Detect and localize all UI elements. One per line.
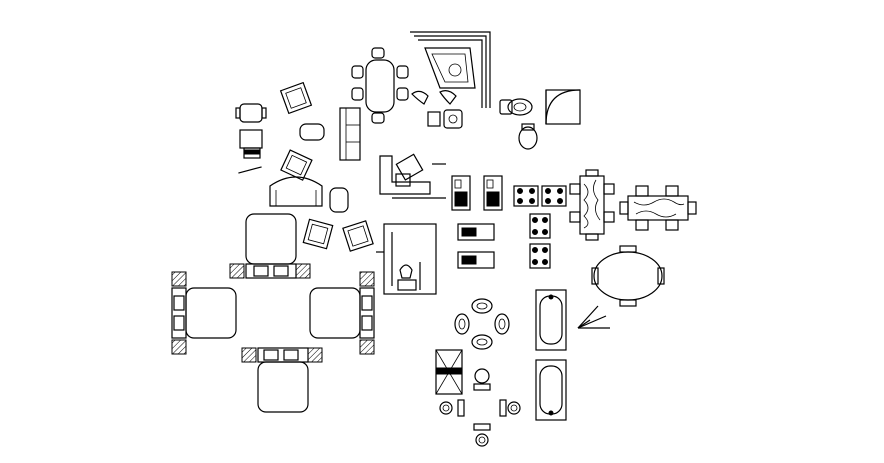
- sofa-curved: [269, 176, 323, 207]
- corner-shower: [545, 89, 581, 125]
- washbasins: [454, 298, 510, 350]
- bathtub: [535, 289, 567, 421]
- bed-bottom: [241, 347, 323, 413]
- shower-spray: [577, 305, 610, 329]
- wood-table-vertical: [569, 169, 615, 241]
- dining-table-6-seat: [351, 47, 409, 124]
- armchair: [238, 81, 374, 252]
- stove-tops: [513, 185, 567, 269]
- bed-right: [309, 271, 375, 355]
- toilet-tank-set: [435, 349, 521, 447]
- bed: [229, 213, 311, 279]
- l-shaped-desk: [379, 153, 446, 199]
- ottomans: [299, 123, 349, 213]
- office-chair: [235, 103, 267, 159]
- corner-bathtub: [410, 31, 491, 108]
- appliances: [451, 175, 503, 211]
- bathroom-room: [376, 223, 437, 295]
- sofa: [339, 107, 361, 161]
- kitchen-sinks: [457, 223, 495, 269]
- oval-dining-table: [591, 245, 665, 307]
- toilet: [499, 98, 538, 150]
- wood-table-horizontal: [619, 185, 697, 231]
- bed-left: [171, 271, 237, 355]
- sink-fixtures: [411, 90, 463, 129]
